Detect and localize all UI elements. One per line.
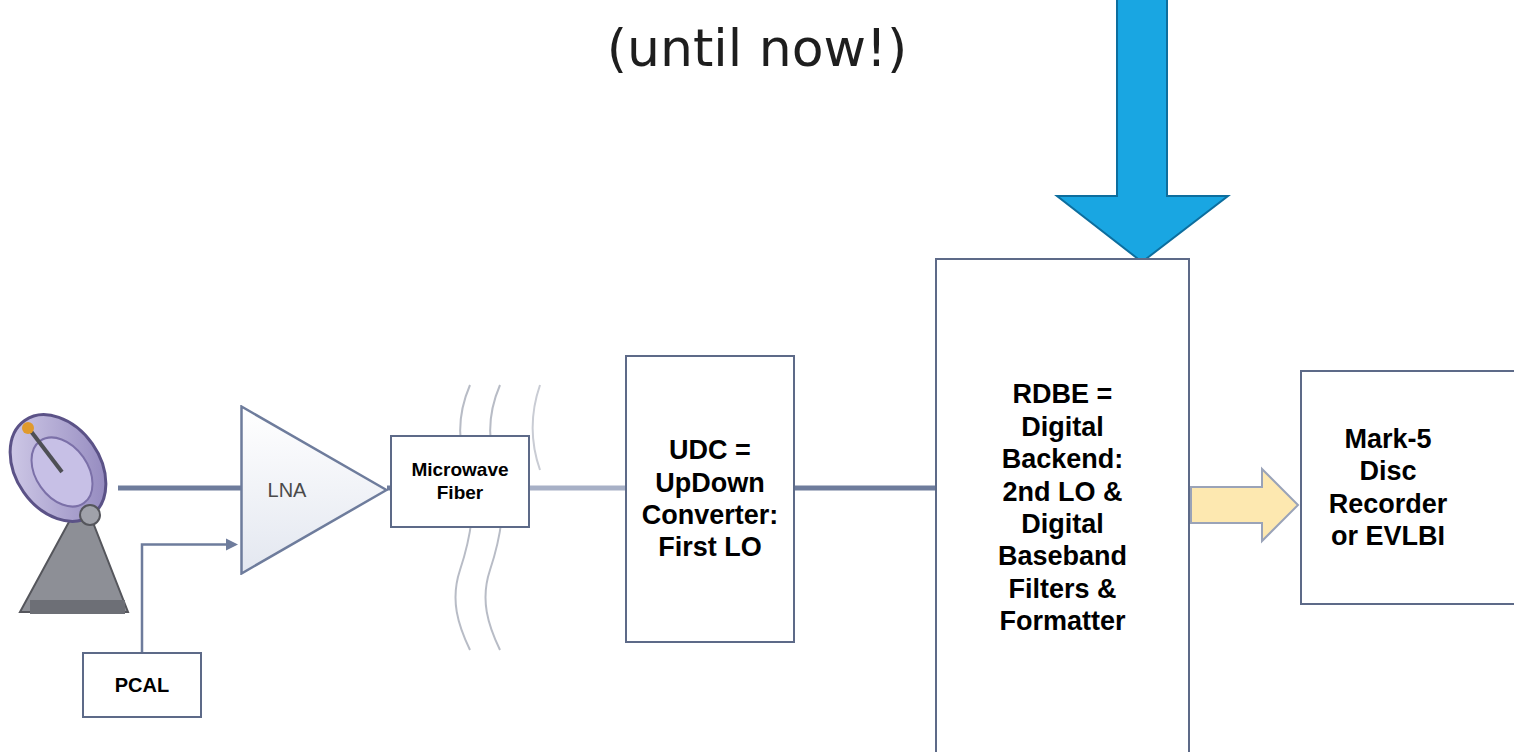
process-box: UDC = UpDown Converter: First LO — [625, 355, 795, 643]
box-label: UDC = UpDown Converter: First LO — [635, 434, 785, 564]
box-label: RDBE = Digital Backend: 2nd LO & Digital… — [988, 378, 1138, 637]
signal-line — [529, 486, 626, 491]
process-box: RDBE = Digital Backend: 2nd LO & Digital… — [935, 258, 1190, 752]
box-label: Mark-5 Disc Recorder or EVLBI — [1318, 423, 1458, 553]
box-label: PCAL — [92, 673, 192, 697]
process-box: Microwave Fiber — [390, 435, 530, 528]
dish-antenna — [0, 396, 128, 614]
box-label: Microwave Fiber — [401, 459, 519, 505]
amplifier-outline — [240, 405, 388, 575]
amplifier-label: LNA — [252, 478, 322, 502]
injection-arrow — [142, 538, 238, 652]
signal-line — [794, 486, 936, 491]
amplifier-triangle: LNA — [240, 405, 388, 575]
signal-line — [118, 486, 242, 491]
fiber-line — [533, 385, 540, 470]
title-text: (until now!) — [0, 18, 1514, 78]
process-box: PCAL — [82, 652, 202, 718]
data-flow-arrow — [1191, 469, 1298, 541]
pointer-arrow — [1057, 0, 1228, 262]
process-box: Mark-5 Disc Recorder or EVLBI — [1300, 370, 1514, 605]
